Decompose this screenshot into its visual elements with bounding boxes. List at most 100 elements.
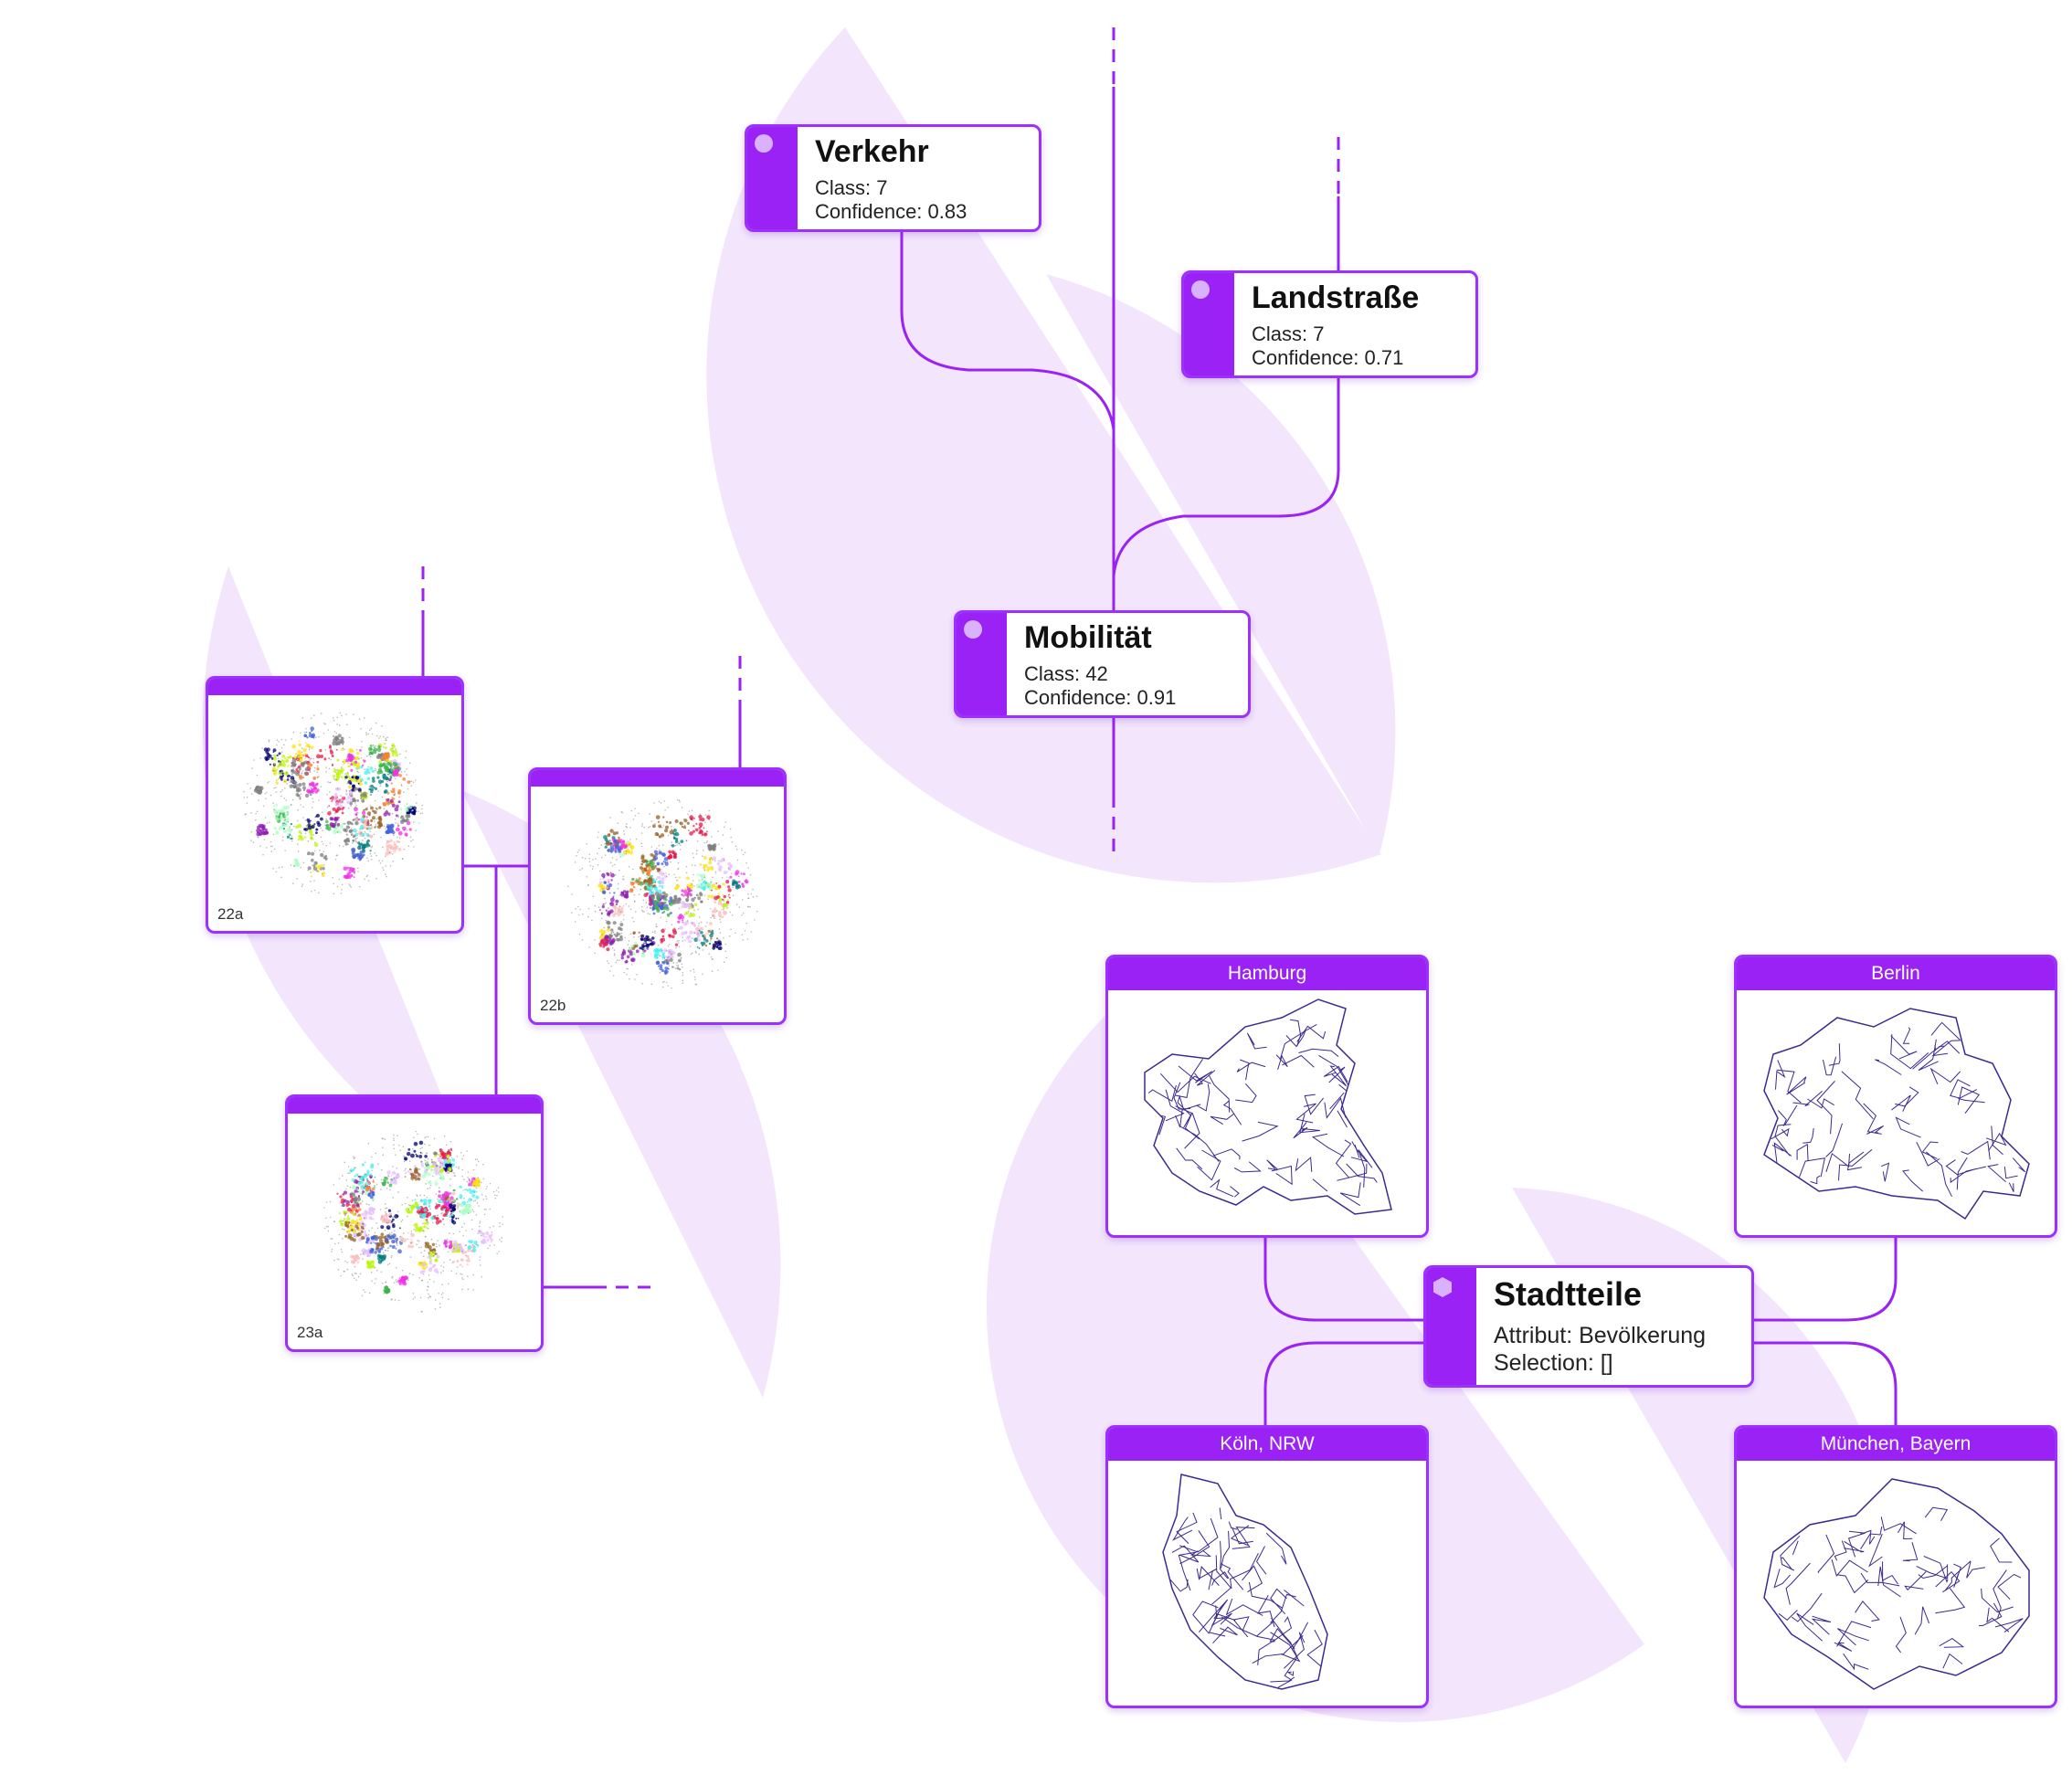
scatter-point bbox=[370, 806, 374, 810]
scatter-point bbox=[383, 778, 385, 781]
scatter-point bbox=[591, 868, 594, 870]
scatter-point bbox=[677, 920, 681, 924]
scatter-point bbox=[428, 1211, 431, 1213]
scatter-point bbox=[351, 788, 354, 792]
scatter-point bbox=[396, 1135, 398, 1136]
scatter-point bbox=[488, 1235, 492, 1239]
node-landstrasse[interactable]: Landstraße Class: 7 Confidence: 0.71 bbox=[1181, 270, 1478, 378]
scatter-point bbox=[441, 1211, 443, 1214]
scatter-point bbox=[650, 895, 655, 900]
scatter-point bbox=[364, 878, 365, 880]
scatter-point bbox=[344, 829, 348, 833]
scatter-point bbox=[341, 1222, 343, 1225]
scatter-point bbox=[638, 935, 640, 938]
scatter-point bbox=[391, 803, 396, 808]
scatter-point bbox=[607, 878, 610, 882]
scatter-point bbox=[700, 900, 703, 903]
scatter-point bbox=[350, 821, 353, 825]
scatter-point bbox=[709, 940, 712, 942]
scatter-point bbox=[380, 1189, 382, 1190]
embedding-card-22b[interactable]: 22b bbox=[528, 767, 787, 1025]
scatter-point bbox=[720, 921, 722, 924]
scatter-point bbox=[380, 836, 382, 839]
scatter-point bbox=[290, 804, 292, 807]
scatter-point bbox=[428, 1248, 433, 1252]
scatter-point bbox=[428, 1261, 433, 1265]
scatter-point bbox=[449, 1185, 451, 1187]
scatter-point bbox=[361, 1294, 364, 1297]
scatter-point bbox=[449, 1210, 453, 1213]
scatter-point bbox=[407, 829, 408, 831]
scatter-point bbox=[335, 825, 340, 829]
embedding-card-22a[interactable]: 22a bbox=[206, 676, 464, 934]
scatter-point bbox=[339, 804, 344, 808]
node-stadtteile[interactable]: Stadtteile Attribut: Bevölkerung Selecti… bbox=[1423, 1265, 1754, 1388]
scatter-point bbox=[630, 809, 632, 812]
district-border bbox=[1194, 1070, 1216, 1086]
scatter-point bbox=[393, 1282, 396, 1284]
scatter-point bbox=[648, 826, 650, 829]
scatter-point bbox=[436, 1223, 439, 1226]
scatter-point bbox=[396, 836, 398, 839]
scatter-point bbox=[365, 767, 370, 773]
scatter-point bbox=[480, 1234, 482, 1237]
scatter-point bbox=[699, 892, 703, 895]
scatter-point bbox=[712, 847, 715, 851]
scatter-point bbox=[361, 740, 363, 743]
scatter-point bbox=[424, 1159, 426, 1162]
scatter-point bbox=[425, 1183, 427, 1185]
scatter-point bbox=[406, 803, 408, 805]
scatter-point bbox=[383, 1293, 386, 1294]
scatter-point bbox=[266, 791, 268, 794]
scatter-point bbox=[653, 861, 656, 863]
scatter-point bbox=[354, 806, 356, 808]
node-mobilitaet[interactable]: Mobilität Class: 42 Confidence: 0.91 bbox=[954, 610, 1251, 718]
scatter-point bbox=[408, 1273, 411, 1274]
scatter-point bbox=[692, 873, 694, 876]
scatter-point bbox=[704, 814, 707, 816]
scatter-point bbox=[373, 833, 375, 836]
scatter-point bbox=[364, 851, 365, 853]
scatter-point bbox=[676, 967, 680, 970]
scatter-point bbox=[681, 893, 683, 896]
scatter-point bbox=[742, 912, 745, 914]
scatter-point bbox=[728, 877, 731, 880]
scatter-point bbox=[353, 1156, 354, 1158]
scatter-point bbox=[390, 764, 392, 766]
scatter-point bbox=[430, 1161, 433, 1164]
embedding-card-23a[interactable]: 23a bbox=[285, 1094, 544, 1352]
scatter-point bbox=[712, 957, 714, 960]
scatter-point bbox=[674, 844, 676, 847]
scatter-point bbox=[384, 742, 386, 745]
scatter-point bbox=[646, 879, 650, 883]
scatter-point bbox=[364, 1191, 368, 1195]
map-card-hamburg[interactable]: Hamburg bbox=[1105, 955, 1429, 1238]
scatter-point bbox=[714, 846, 717, 848]
scatter-point bbox=[498, 1251, 500, 1252]
scatter-point bbox=[485, 1209, 487, 1210]
scatter-point bbox=[350, 1228, 354, 1232]
scatter-point bbox=[353, 828, 357, 833]
map-card-berlin[interactable]: Berlin bbox=[1734, 955, 2057, 1238]
scatter-point bbox=[662, 903, 665, 904]
scatter-point bbox=[658, 949, 661, 953]
scatter-point bbox=[429, 1208, 431, 1210]
scatter-point bbox=[629, 845, 634, 849]
scatter-point bbox=[353, 852, 355, 854]
scatter-point bbox=[354, 832, 359, 837]
scatter-point bbox=[581, 867, 583, 870]
scatter-plot bbox=[567, 798, 758, 989]
scatter-point bbox=[671, 928, 677, 933]
scatter-point bbox=[386, 1170, 391, 1175]
scatter-point bbox=[347, 842, 349, 844]
scatter-point bbox=[445, 1144, 448, 1146]
scatter-point bbox=[428, 1204, 431, 1208]
scatter-point bbox=[620, 839, 623, 841]
scatter-point bbox=[352, 1185, 355, 1189]
scatter-point bbox=[378, 760, 382, 764]
scatter-point bbox=[359, 1191, 363, 1195]
scatter-point bbox=[421, 804, 424, 807]
scatter-point bbox=[466, 1189, 470, 1192]
node-verkehr[interactable]: Verkehr Class: 7 Confidence: 0.83 bbox=[745, 124, 1041, 232]
scatter-point bbox=[369, 830, 371, 833]
